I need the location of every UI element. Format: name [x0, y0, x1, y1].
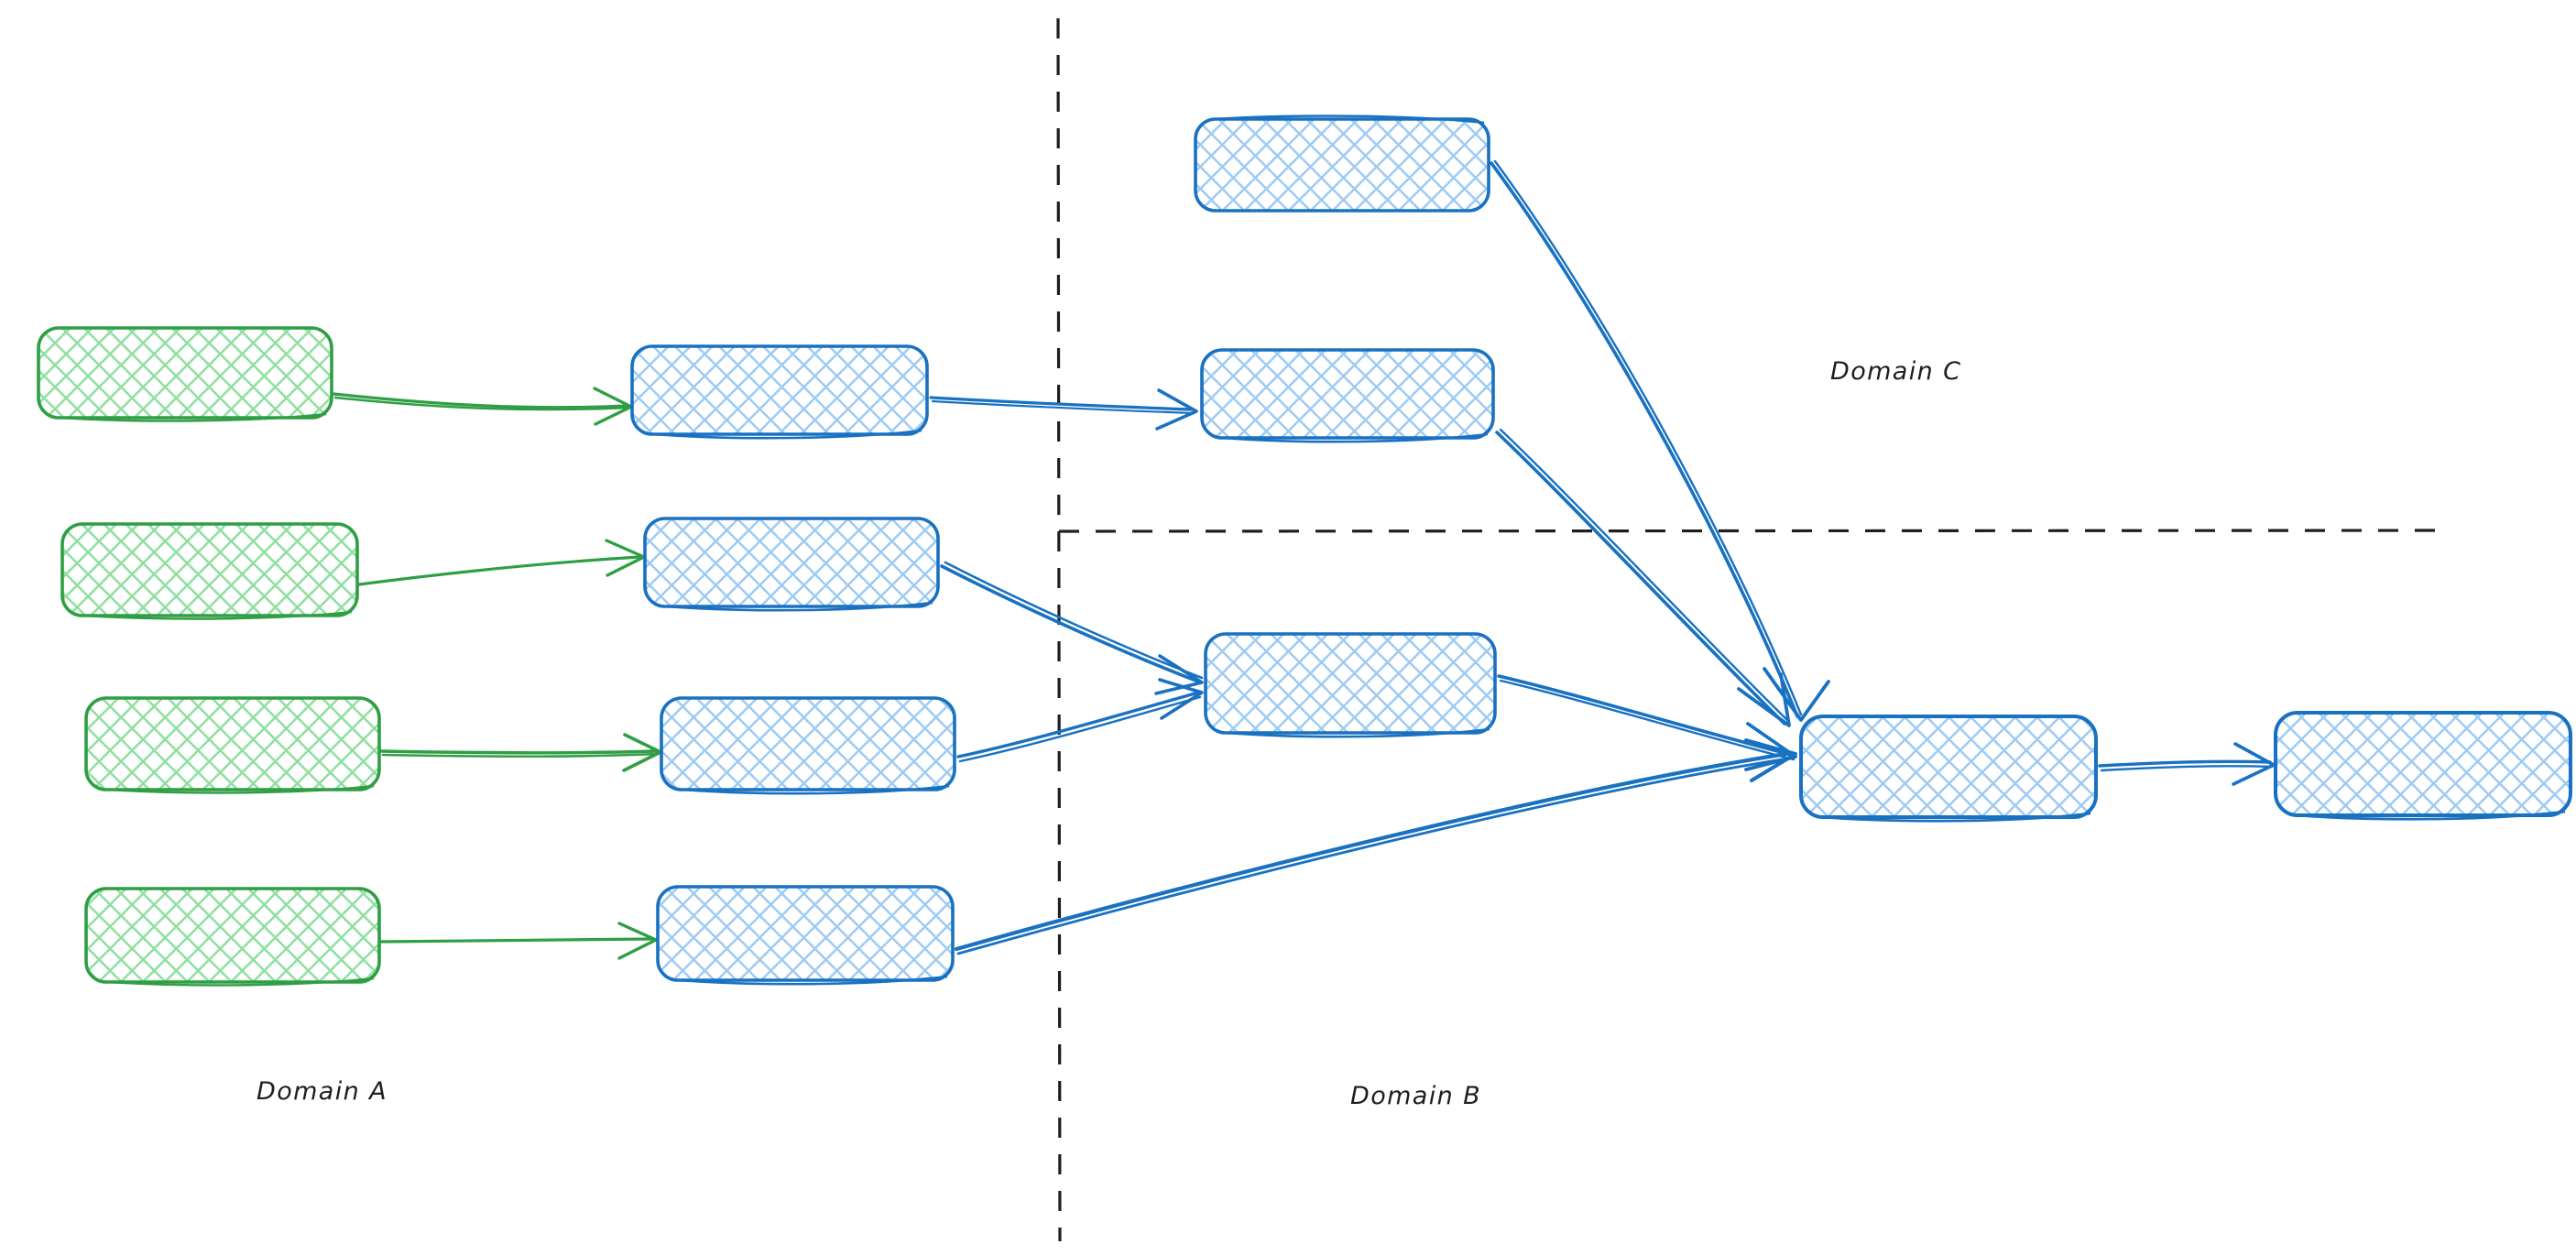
node-a1[interactable] — [37, 326, 333, 422]
edge-c2-d1[interactable] — [1495, 428, 1791, 727]
edge-c3-d1[interactable] — [1497, 674, 1797, 771]
edge-a1-b1[interactable] — [332, 387, 633, 426]
node-a3[interactable] — [84, 696, 381, 794]
edge-a3-b3[interactable] — [379, 733, 662, 772]
node-d1[interactable] — [1799, 715, 2098, 823]
edge-b3-c3[interactable] — [956, 678, 1204, 763]
edge-a2-b2[interactable] — [357, 539, 646, 586]
node-b2[interactable] — [643, 517, 940, 612]
edge-b4-d1[interactable] — [954, 738, 1797, 955]
node-b1[interactable] — [630, 344, 929, 440]
vertical-divider — [1056, 17, 1062, 1242]
horizontal-divider — [1058, 529, 2451, 533]
node-b4[interactable] — [656, 885, 955, 986]
node-c2[interactable] — [1200, 348, 1495, 443]
edge-a4-b4[interactable] — [379, 922, 658, 960]
node-a4[interactable] — [84, 887, 381, 987]
edge-d1-d2[interactable] — [2098, 742, 2276, 786]
node-b3[interactable] — [660, 696, 956, 795]
node-c1[interactable] — [1194, 115, 1490, 213]
edge-b1-c2[interactable] — [929, 388, 1198, 431]
edge-group — [332, 159, 2276, 960]
edge-b2-c3[interactable] — [940, 561, 1204, 695]
domain-b-label: Domain B — [1350, 1082, 1482, 1110]
node-d2[interactable] — [2274, 711, 2572, 821]
divider-group — [1056, 17, 2451, 1242]
edge-c1-d1[interactable] — [1490, 159, 1830, 722]
domain-a-label: Domain A — [257, 1077, 388, 1106]
node-a2[interactable] — [60, 522, 359, 620]
node-c3[interactable] — [1204, 632, 1497, 738]
node-group — [37, 115, 2572, 987]
domain-c-label: Domain C — [1830, 357, 1962, 386]
